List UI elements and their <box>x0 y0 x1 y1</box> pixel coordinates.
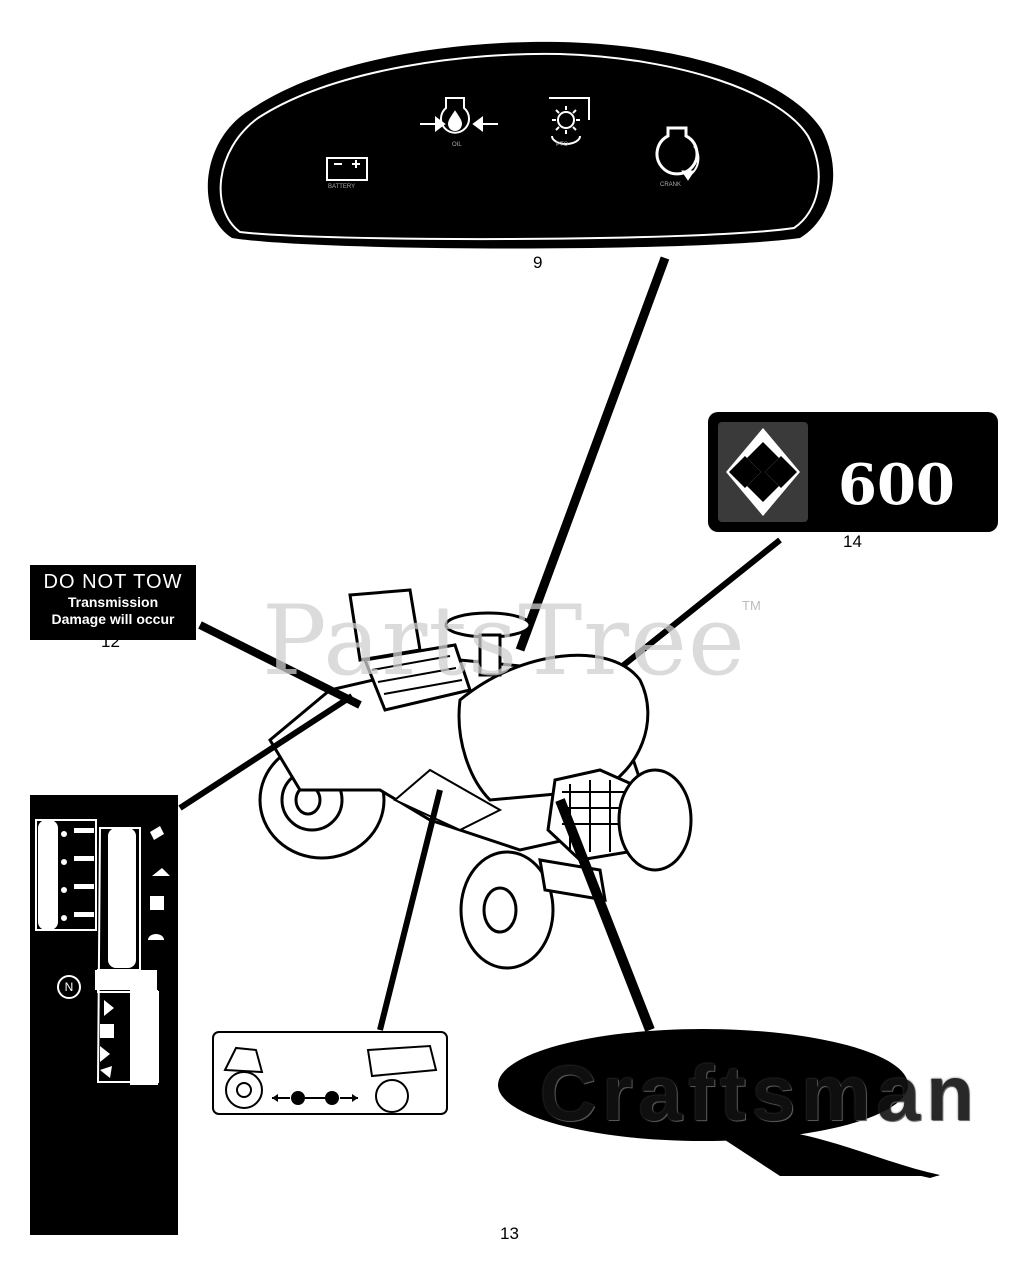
leader-line-9 <box>515 256 670 652</box>
battery-icon <box>326 157 368 181</box>
battery-label: BATTERY <box>328 184 356 190</box>
do-not-tow-heading: DO NOT TOW <box>43 571 183 593</box>
leader-line-12 <box>198 621 362 709</box>
watermark: PartsTree <box>262 585 746 697</box>
leader-line-brand <box>555 798 655 1032</box>
dash-decal <box>207 41 834 249</box>
lever-decal <box>30 795 178 1235</box>
model-number: 600 <box>838 452 955 518</box>
tractor-illustration <box>258 588 693 970</box>
model-decal <box>708 412 998 532</box>
callout-14: 14 <box>843 532 862 551</box>
oil-pressure-icon <box>420 97 498 134</box>
neutral-indicator: N <box>57 975 81 999</box>
pto-icon <box>549 97 590 145</box>
callout-9: 9 <box>533 253 543 272</box>
lever-icons <box>61 826 170 1078</box>
crank-icon <box>655 126 700 181</box>
callout-13: 13 <box>500 1224 519 1243</box>
leader-line-hitch <box>377 789 443 1031</box>
do-not-tow-decal: DO NOT TOW Transmission Damage will occu… <box>30 565 196 640</box>
brand-decal <box>498 1029 940 1178</box>
trademark-mark: TM <box>742 598 761 613</box>
crank-label: CRANK <box>660 182 682 188</box>
brand-text: Craftsman <box>540 1049 980 1137</box>
do-not-tow-line2: Transmission <box>67 594 159 610</box>
leader-line-13 <box>178 693 354 811</box>
hitch-decal <box>212 1031 448 1115</box>
oil-label: OIL <box>452 142 462 148</box>
pto-label: PTO <box>556 142 569 148</box>
do-not-tow-line3: Damage will occur <box>51 611 175 627</box>
